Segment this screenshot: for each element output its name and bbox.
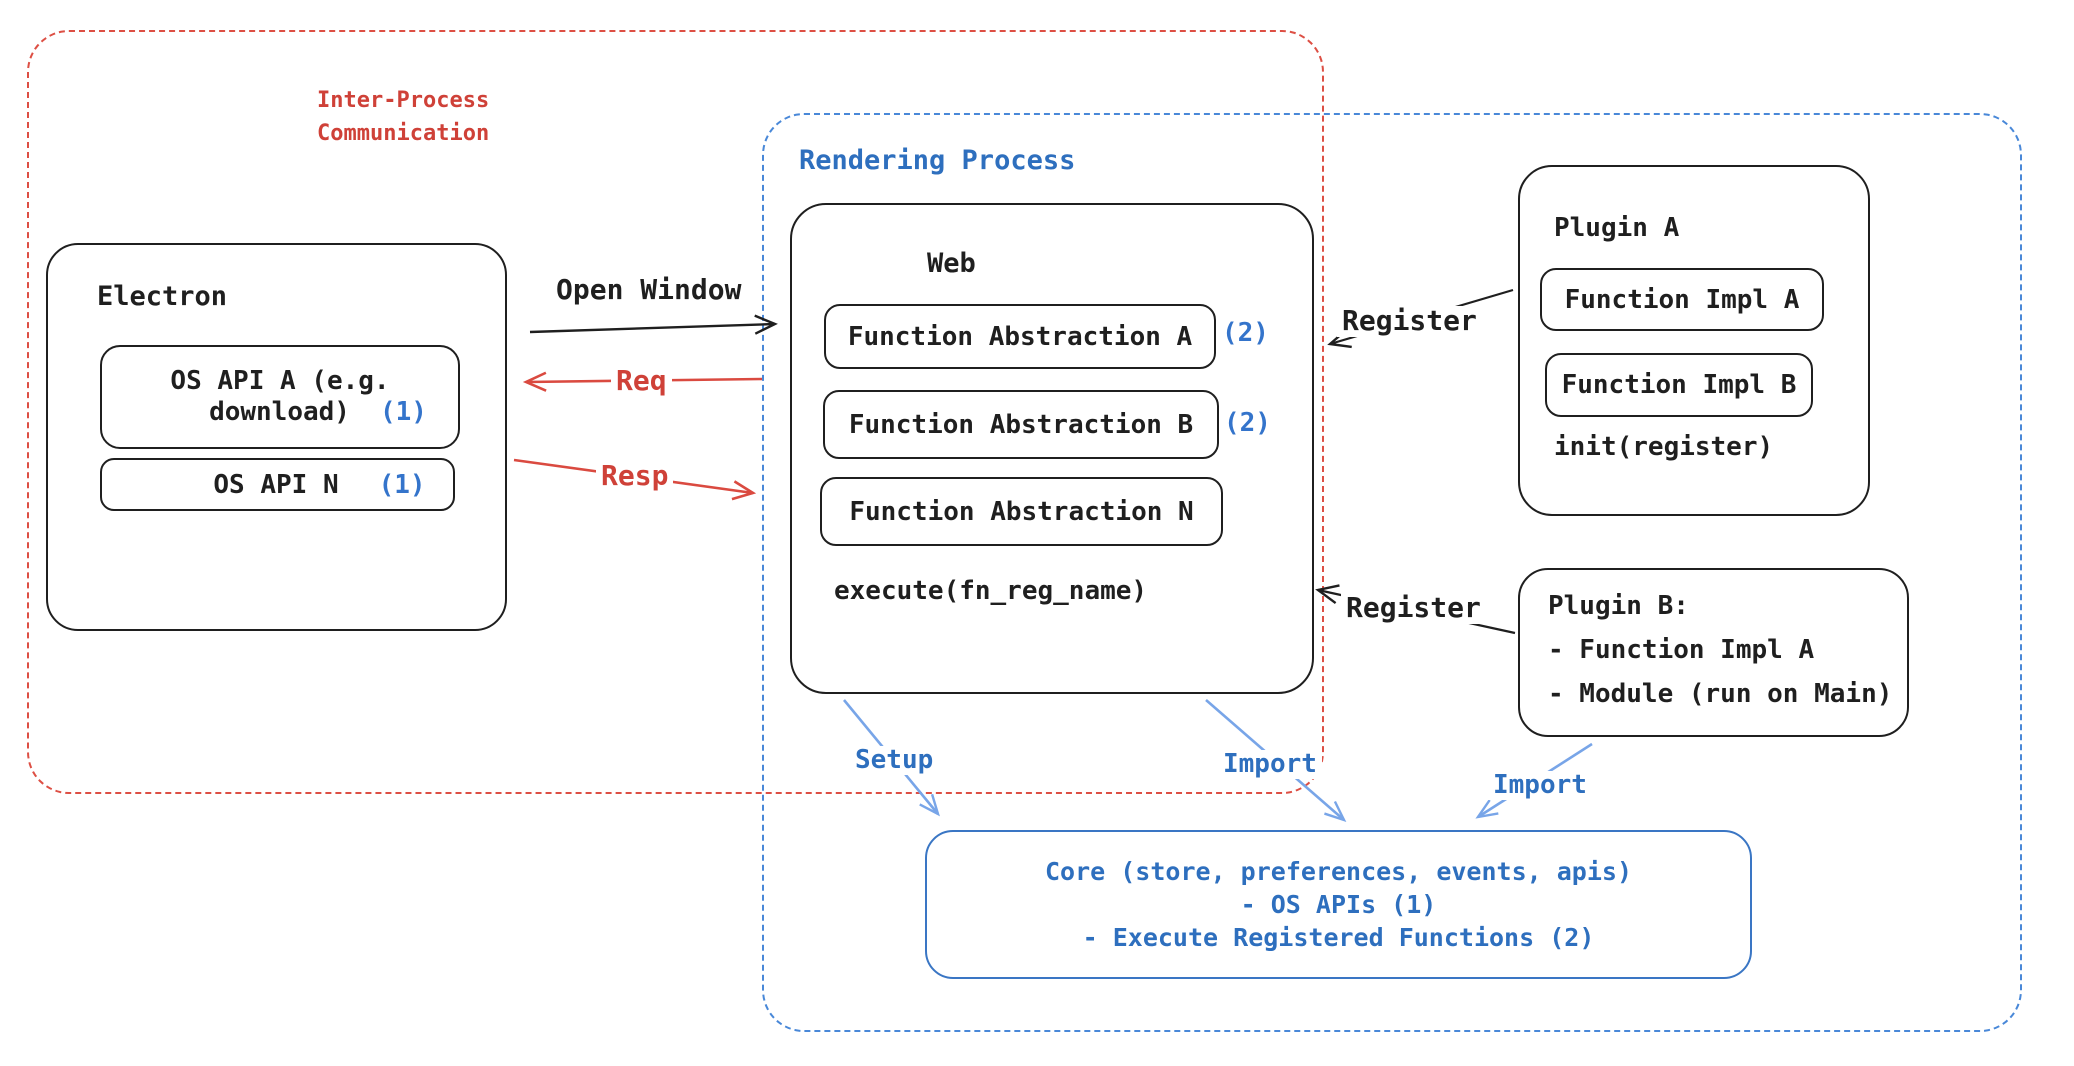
function-abstraction-n-box: Function Abstraction N [820, 477, 1223, 546]
req-label: Req [611, 365, 672, 397]
core-line-3: - Execute Registered Functions (2) [1082, 923, 1595, 952]
os-api-a-line1: OS API A (e.g. [170, 366, 390, 396]
plugin-b-line-title: Plugin B: [1548, 591, 1689, 621]
rendering-region-label: Rendering Process [799, 145, 1076, 176]
function-impl-b-box: Function Impl B [1545, 353, 1813, 417]
os-api-a-box: OS API A (e.g. download) (1) [100, 345, 460, 449]
import-web-label: Import [1218, 750, 1322, 779]
plugin-b-box: Plugin B: - Function Impl A - Module (ru… [1518, 568, 1909, 737]
os-api-a-badge: (1) [379, 397, 427, 427]
function-abstraction-b-box: Function Abstraction B [823, 390, 1219, 459]
plugin-b-line-module: - Module (run on Main) [1548, 679, 1893, 709]
core-text: Core (store, preferences, events, apis) … [927, 855, 1750, 954]
rendering-region-frame [762, 113, 2022, 1032]
function-abstraction-a-box: Function Abstraction A [824, 304, 1216, 369]
web-box: Web Function Abstraction A (2) Function … [790, 203, 1314, 694]
ipc-region-label: Inter-Process Communication [317, 84, 489, 150]
os-api-a-line2: download) [209, 397, 350, 427]
register-a-label: Register [1337, 305, 1482, 337]
web-title: Web [927, 248, 976, 279]
ipc-region-frame [27, 30, 1324, 794]
plugin-b-line-impl: - Function Impl A [1548, 635, 1815, 665]
plugin-a-box: Plugin A Function Impl A Function Impl B… [1518, 165, 1870, 516]
plugin-a-footer-init: init(register) [1554, 432, 1774, 462]
function-abstraction-a-badge: (2) [1222, 318, 1269, 348]
import-plugin-label: Import [1488, 771, 1592, 800]
resp-label: Resp [596, 460, 674, 492]
setup-label: Setup [850, 746, 939, 775]
ipc-region-label-line1: Inter-Process [317, 88, 490, 113]
core-box: Core (store, preferences, events, apis) … [925, 830, 1752, 979]
os-api-n-box: OS API N (1) [100, 458, 455, 511]
os-api-n-badge: (1) [378, 469, 426, 500]
plugin-b-text: Plugin B: - Function Impl A - Module (ru… [1548, 584, 1892, 716]
register-b-label: Register [1341, 592, 1486, 624]
web-footer-execute: execute(fn_reg_name) [834, 576, 1148, 606]
core-line-1: Core (store, preferences, events, apis) [1045, 857, 1632, 886]
ipc-region-label-line2: Communication [317, 121, 490, 146]
electron-box: Electron OS API A (e.g. download) (1) OS … [46, 243, 507, 631]
function-abstraction-b-badge: (2) [1224, 408, 1271, 438]
function-impl-a-box: Function Impl A [1540, 268, 1824, 331]
os-api-n-label: OS API N [213, 469, 339, 500]
open-window-label: Open Window [551, 274, 747, 306]
plugin-a-title: Plugin A [1554, 213, 1680, 243]
core-line-2: - OS APIs (1) [1240, 890, 1437, 919]
electron-title: Electron [97, 281, 228, 312]
